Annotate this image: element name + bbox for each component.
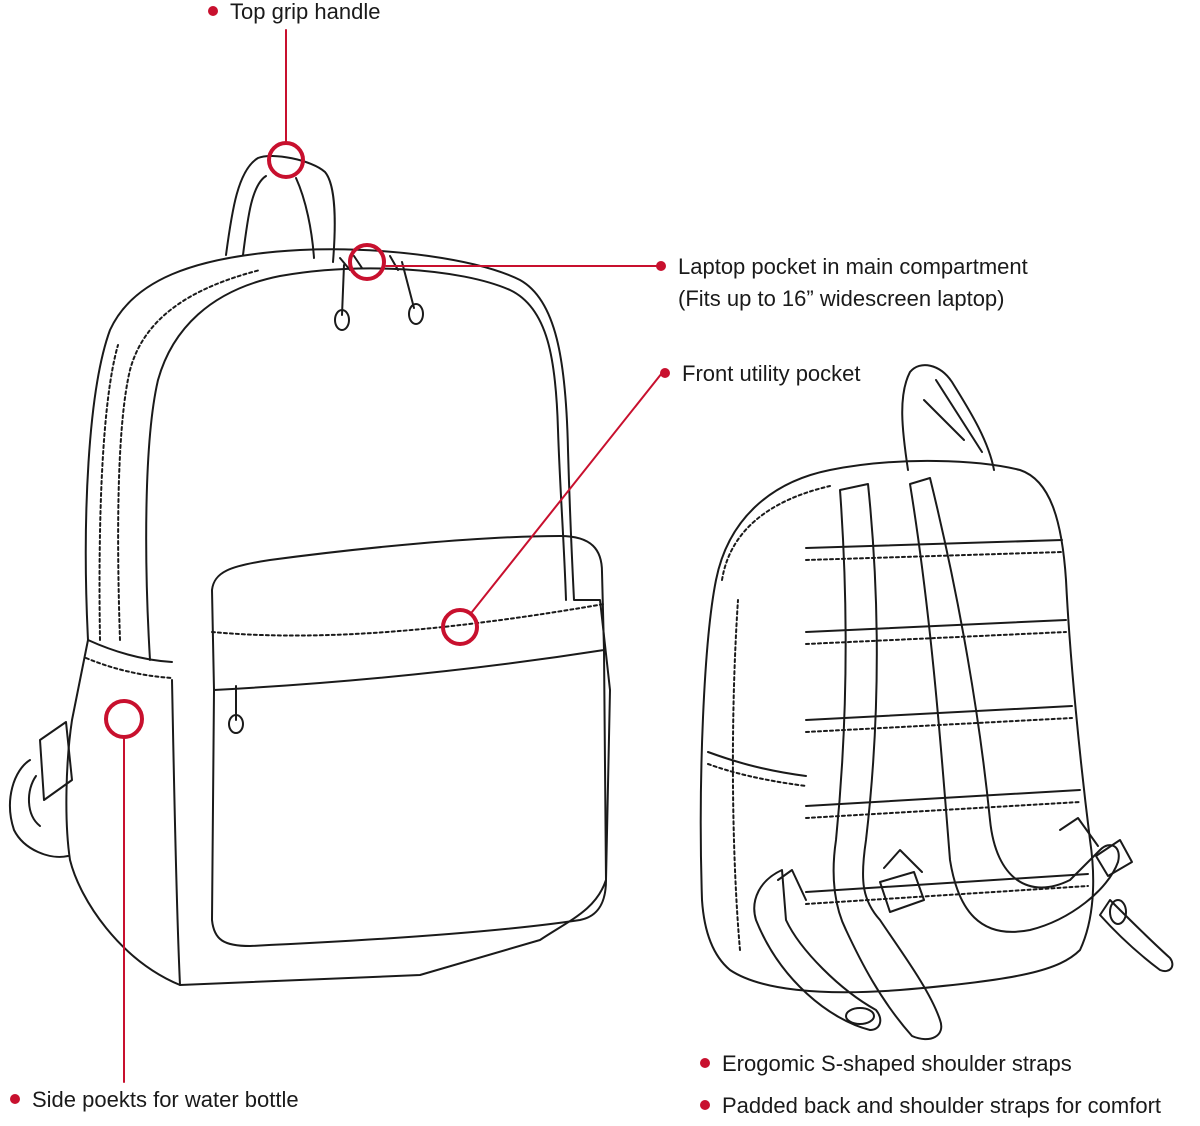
callout-side-pockets: Side poekts for water bottle [10,1089,299,1111]
callout-top-grip-handle: Top grip handle [208,1,380,23]
bullet-dot [656,261,666,272]
callout-line-front-pocket [471,372,663,613]
back-bottom-strap-right [1099,899,1174,972]
back-right-strap [909,477,1120,933]
callout-front-utility-pocket: Front utility pocket [660,363,861,385]
callout-side-pockets-text: Side poekts for water bottle [32,1087,299,1112]
front-backpack [9,154,611,986]
back-backpack [699,364,1174,1041]
back-top-handle [901,364,995,471]
bullet-dot [700,1058,710,1069]
back-left-buckle [879,871,925,913]
front-side-buckle [39,721,73,801]
callout-markers [104,29,663,1083]
callout-front-utility-pocket-text: Front utility pocket [682,361,861,386]
callout-shoulder-straps: Erogomic S-shaped shoulder straps [700,1053,1072,1075]
callout-laptop-pocket-subtext: (Fits up to 16” widescreen laptop) [678,286,1005,311]
bullet-dot [660,368,670,379]
back-right-buckle [1095,839,1133,877]
callout-padded-back: Padded back and shoulder straps for comf… [700,1095,1161,1117]
back-bottom-strap-left [753,869,882,1031]
front-body-outline [65,248,611,986]
callout-shoulder-straps-text: Erogomic S-shaped shoulder straps [722,1051,1072,1076]
front-pocket-top [211,535,605,691]
back-left-strap [832,483,943,1041]
bullet-dot [10,1094,20,1105]
callout-circle-top-grip [267,141,305,179]
callout-laptop-pocket-text: Laptop pocket in main compartment [678,254,1028,279]
front-pocket-body [211,649,607,947]
callout-top-grip-handle-text: Top grip handle [230,0,381,24]
front-panel [145,267,567,661]
front-top-handle [225,154,336,263]
back-body-outline [699,459,1095,994]
callout-circle-front-pocket [441,608,479,646]
callout-laptop-pocket: Laptop pocket in main compartment [656,256,1028,278]
bullet-dot [700,1100,710,1111]
bullet-dot [208,6,218,17]
callout-circle-side-pocket [104,699,144,739]
callout-circle-laptop [348,243,386,281]
callout-padded-back-text: Padded back and shoulder straps for comf… [722,1093,1162,1118]
